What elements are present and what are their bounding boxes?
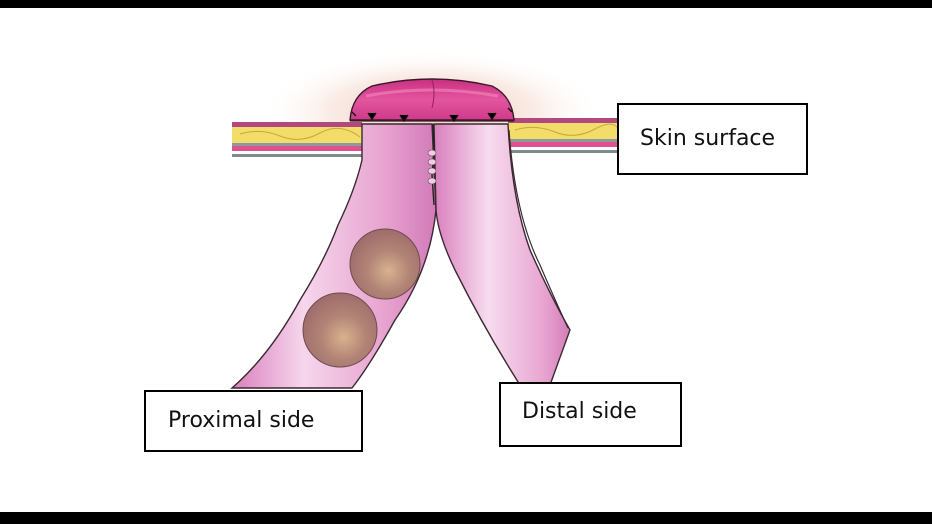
abdominal-wall-left <box>232 122 362 157</box>
proximal-side-text: Proximal side <box>168 408 315 433</box>
distal-side-text: Distal side <box>522 398 637 424</box>
skin-surface-label: Skin surface <box>617 103 808 175</box>
distal-loop <box>433 123 571 386</box>
proximal-loop <box>230 123 437 389</box>
suture-knots <box>427 149 437 185</box>
cap-sutures <box>351 107 513 123</box>
proximal-side-label: Proximal side <box>144 390 363 452</box>
letterbox-top-bar <box>0 0 932 8</box>
letterbox-bottom-bar <box>0 512 932 524</box>
abdominal-wall-right <box>508 118 621 153</box>
stool-ball-lower <box>302 292 378 368</box>
distal-side-label: Distal side <box>499 382 682 447</box>
skin-surface-text: Skin surface <box>640 126 776 151</box>
stool-ball-upper <box>349 228 421 300</box>
stoma-cap <box>349 78 515 121</box>
